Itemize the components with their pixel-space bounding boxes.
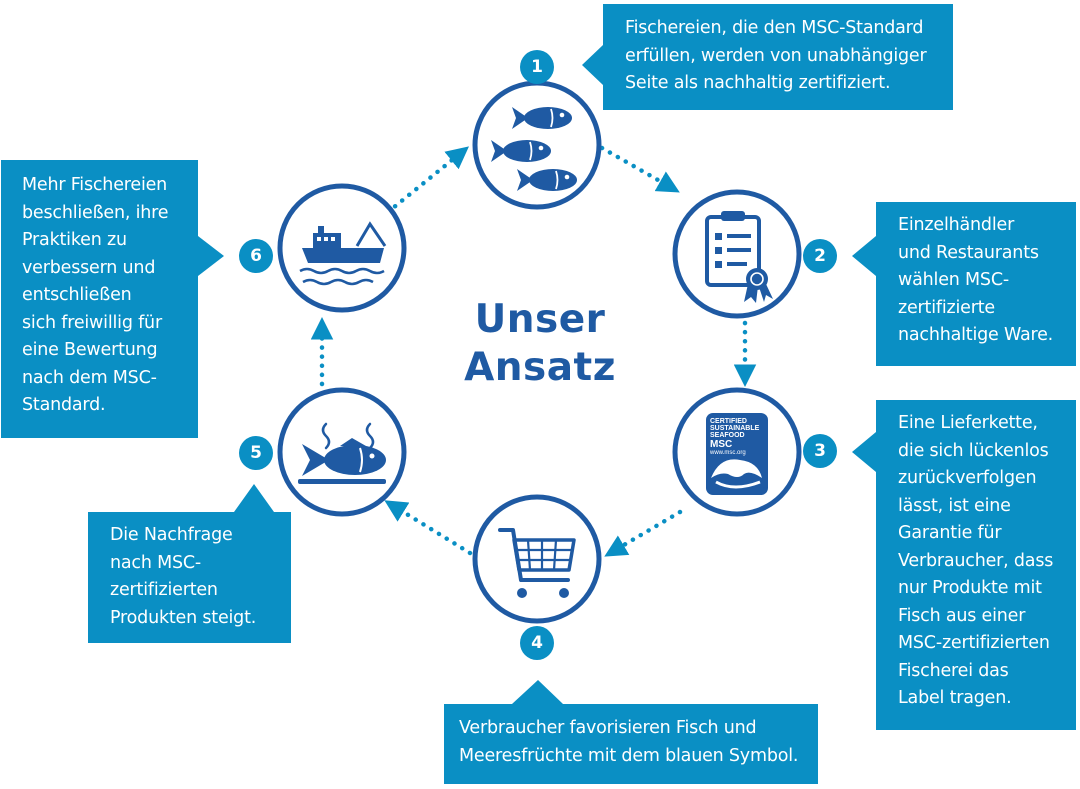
connector-1-2 [599, 145, 680, 193]
step-1-number: 1 [520, 50, 554, 84]
step-4-callout: Verbraucher favorisieren Fisch und Meere… [444, 704, 818, 784]
step-5-number: 5 [239, 436, 273, 470]
step-2-callout: Einzelhändler und Restaurants wählen MSC… [876, 202, 1076, 366]
box-6-pointer [198, 236, 224, 276]
connector-3-4 [604, 509, 683, 557]
cooked-fish-plate-icon [298, 422, 386, 484]
diagram-title: Unser Ansatz [440, 296, 640, 392]
step-3-callout: Eine Lieferkette, die sich lückenlos zur… [876, 400, 1076, 730]
connector-6-1 [385, 146, 469, 215]
msc-label-line3: SEAFOOD [710, 432, 745, 439]
step-1-callout: Fischereien, die den MSC-Standard erfüll… [603, 4, 953, 110]
connector-4-5 [384, 500, 473, 556]
box-1-pointer [582, 45, 603, 85]
step-6-number: 6 [239, 239, 273, 273]
shopping-cart-icon [498, 528, 576, 598]
msc-label-icon: CERTIFIED SUSTAINABLE SEAFOOD MSC www.ms… [706, 413, 768, 495]
msc-label-brand: MSC [710, 439, 732, 450]
fish-school-icon [491, 107, 577, 191]
step-1-text: Fischereien, die den MSC-Standard erfüll… [625, 18, 927, 93]
step-5-callout: Die Nachfrage nach MSC- zertifizierten P… [88, 512, 291, 643]
step-3-text: Eine Lieferkette, die sich lückenlos zur… [898, 413, 1054, 708]
title-line-1: Unser [474, 297, 606, 342]
fishing-boat-icon [299, 221, 387, 286]
step-6-callout: Mehr Fischereien beschließen, ihre Prakt… [1, 160, 198, 438]
step-5-text: Die Nachfrage nach MSC- zertifizierten P… [110, 525, 257, 628]
step-4-number: 4 [520, 626, 554, 660]
box-4-pointer [512, 680, 563, 704]
msc-label-tm: ™ [762, 486, 768, 493]
step-3-number: 3 [803, 434, 837, 468]
step-2-circle [672, 189, 802, 319]
step-2-number: 2 [803, 239, 837, 273]
step-6-text: Mehr Fischereien beschließen, ihre Prakt… [22, 175, 169, 415]
title-line-2: Ansatz [464, 345, 616, 390]
msc-label-url: www.msc.org [709, 450, 746, 456]
box-3-pointer [852, 432, 876, 472]
box-2-pointer [852, 236, 876, 276]
box-5-pointer [234, 484, 274, 512]
msc-label-line2: SUSTAINABLE [710, 425, 760, 432]
step-4-text: Verbraucher favorisieren Fisch und Meere… [459, 718, 799, 766]
certificate-clipboard-icon [705, 211, 773, 303]
msc-label-line1: CERTIFIED [710, 418, 747, 425]
step-2-text: Einzelhändler und Restaurants wählen MSC… [898, 215, 1054, 345]
